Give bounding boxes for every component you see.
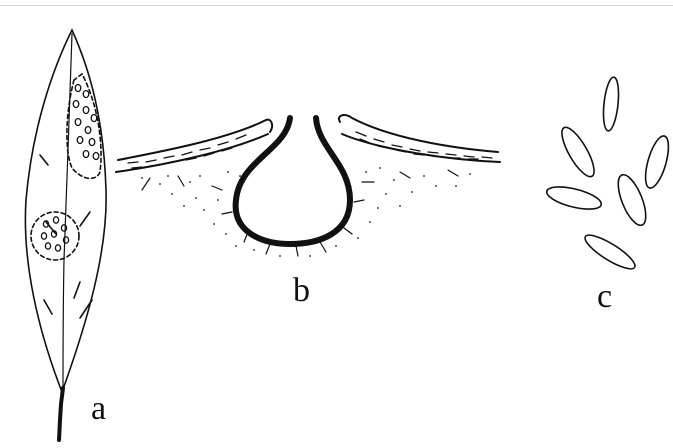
leaf-petiole	[59, 388, 63, 440]
panel-label-c: c	[597, 280, 612, 314]
panel-b-section	[116, 115, 500, 257]
epidermis-left-bottom	[116, 134, 268, 172]
panel-c-conidia	[545, 76, 673, 274]
panel-a-leaf	[25, 30, 106, 440]
pycnidium-wall	[236, 118, 350, 244]
lesion-upper-boundary	[67, 74, 101, 178]
conidium	[556, 123, 600, 180]
epidermis-left-top	[118, 120, 272, 160]
lesion-lower-boundary	[31, 212, 79, 260]
epidermis-right-bottom	[342, 134, 500, 162]
leaf-vein	[80, 300, 92, 318]
leaf-vein	[44, 300, 52, 314]
leaf-vein	[40, 155, 48, 165]
conidium	[545, 182, 604, 213]
epidermis-right-top	[339, 115, 498, 152]
epidermis-left-dashes	[128, 135, 250, 168]
conidium	[601, 76, 621, 131]
conidium	[641, 134, 673, 191]
panel-label-a: a	[91, 392, 106, 426]
leaf-vein	[74, 282, 80, 298]
conidium	[581, 230, 639, 274]
leaf-vein	[80, 212, 90, 226]
leaf-midrib	[63, 34, 72, 390]
panel-label-b: b	[293, 274, 310, 308]
